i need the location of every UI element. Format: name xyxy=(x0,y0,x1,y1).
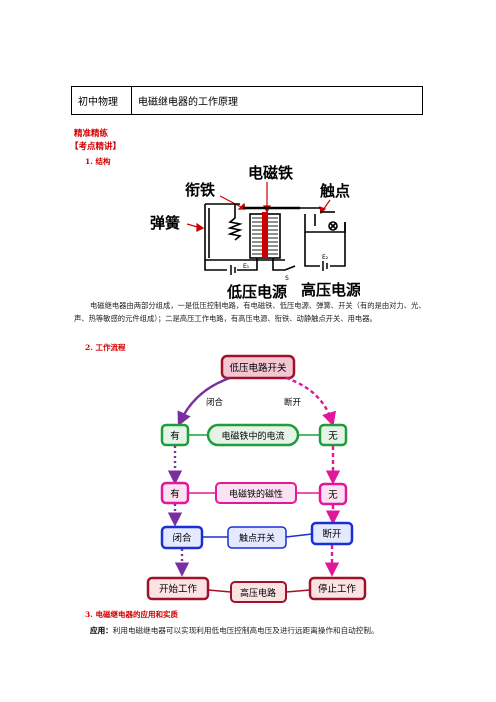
batteries xyxy=(230,261,328,275)
box-open xyxy=(310,521,354,546)
item-structure: 1. 结构 xyxy=(85,157,111,166)
box-stop xyxy=(308,576,367,601)
text-no-magnetism: 无 xyxy=(328,490,338,501)
label-armature: 衔铁 xyxy=(185,181,215,199)
text-low-switch: 低压电路开关 xyxy=(229,362,287,374)
text-closed: 闭合 xyxy=(172,532,192,544)
box-start xyxy=(146,576,210,601)
usage-text: 利用电磁继电器可以实现利用低电压控制高电压及进行远距离操作和自动控制。 xyxy=(112,626,379,635)
label-e2: E₂ xyxy=(322,254,329,261)
text-has-magnetism: 有 xyxy=(170,488,180,500)
usage-label: 应用： xyxy=(90,626,113,635)
text-high-circuit: 高压电路 xyxy=(240,587,276,599)
section-title: 精准精练 xyxy=(74,129,109,139)
arrow-closed xyxy=(177,376,231,427)
topic-cell: 电磁继电器的工作原理 xyxy=(138,97,238,108)
label-low-source: 低压电源 xyxy=(226,283,287,301)
label-s: S xyxy=(285,275,289,282)
box-low-switch xyxy=(220,354,296,380)
text-current: 电磁铁中的电流 xyxy=(221,430,284,442)
text-start: 开始工作 xyxy=(159,583,198,595)
relay-frame xyxy=(204,203,346,271)
label-e1: E₁ xyxy=(243,263,250,270)
relay-diagram: 电磁铁 衔铁 触点 弹簧 低压电源 高压电源 xyxy=(150,164,360,301)
header-table: 初中物理 电磁继电器的工作原理 xyxy=(71,86,423,115)
item-application: 3. 电磁继电器的应用和实质 xyxy=(85,610,178,619)
text-no-current: 无 xyxy=(328,431,338,442)
link-row4-left xyxy=(207,589,232,593)
link-row4-right xyxy=(285,589,311,593)
description-paragraph: 电磁继电器由两部分组成，一是低压控制电路，有电磁铁、低压电源、弹簧、开关（有的是… xyxy=(74,301,426,323)
box-no-magnetism xyxy=(318,482,348,506)
usage-line: 应用：利用电磁继电器可以实现利用低电压控制高电压及进行远距离操作和自动控制。 xyxy=(90,625,379,636)
label-contact: 触点 xyxy=(320,182,350,200)
link-row3-right xyxy=(285,533,313,538)
subject-cell: 初中物理 xyxy=(72,87,132,114)
text-has-current: 有 xyxy=(170,430,180,442)
text-contact-switch: 触点开关 xyxy=(239,532,275,544)
text-magnetism: 电磁铁的磁性 xyxy=(229,488,283,500)
item-workflow: 2. 工作流程 xyxy=(85,343,126,352)
label-spring: 弹簧 xyxy=(150,214,180,232)
label-closed-arrow: 闭合 xyxy=(206,397,224,408)
core-highlight xyxy=(262,212,268,258)
text-stop: 停止工作 xyxy=(318,583,357,595)
section-subtitle: 【考点精讲】 xyxy=(70,142,122,152)
workflow-diagram: 低压电路开关 闭合 断开 有 电磁铁中的电流 无 有 电磁铁的磁性 无 闭合 触… xyxy=(146,354,367,603)
coil-windings xyxy=(252,217,278,255)
label-high-source: 高压电源 xyxy=(301,281,360,299)
label-electromagnet: 电磁铁 xyxy=(248,164,293,182)
text-open: 断开 xyxy=(322,528,342,540)
label-open-arrow: 断开 xyxy=(284,397,302,408)
